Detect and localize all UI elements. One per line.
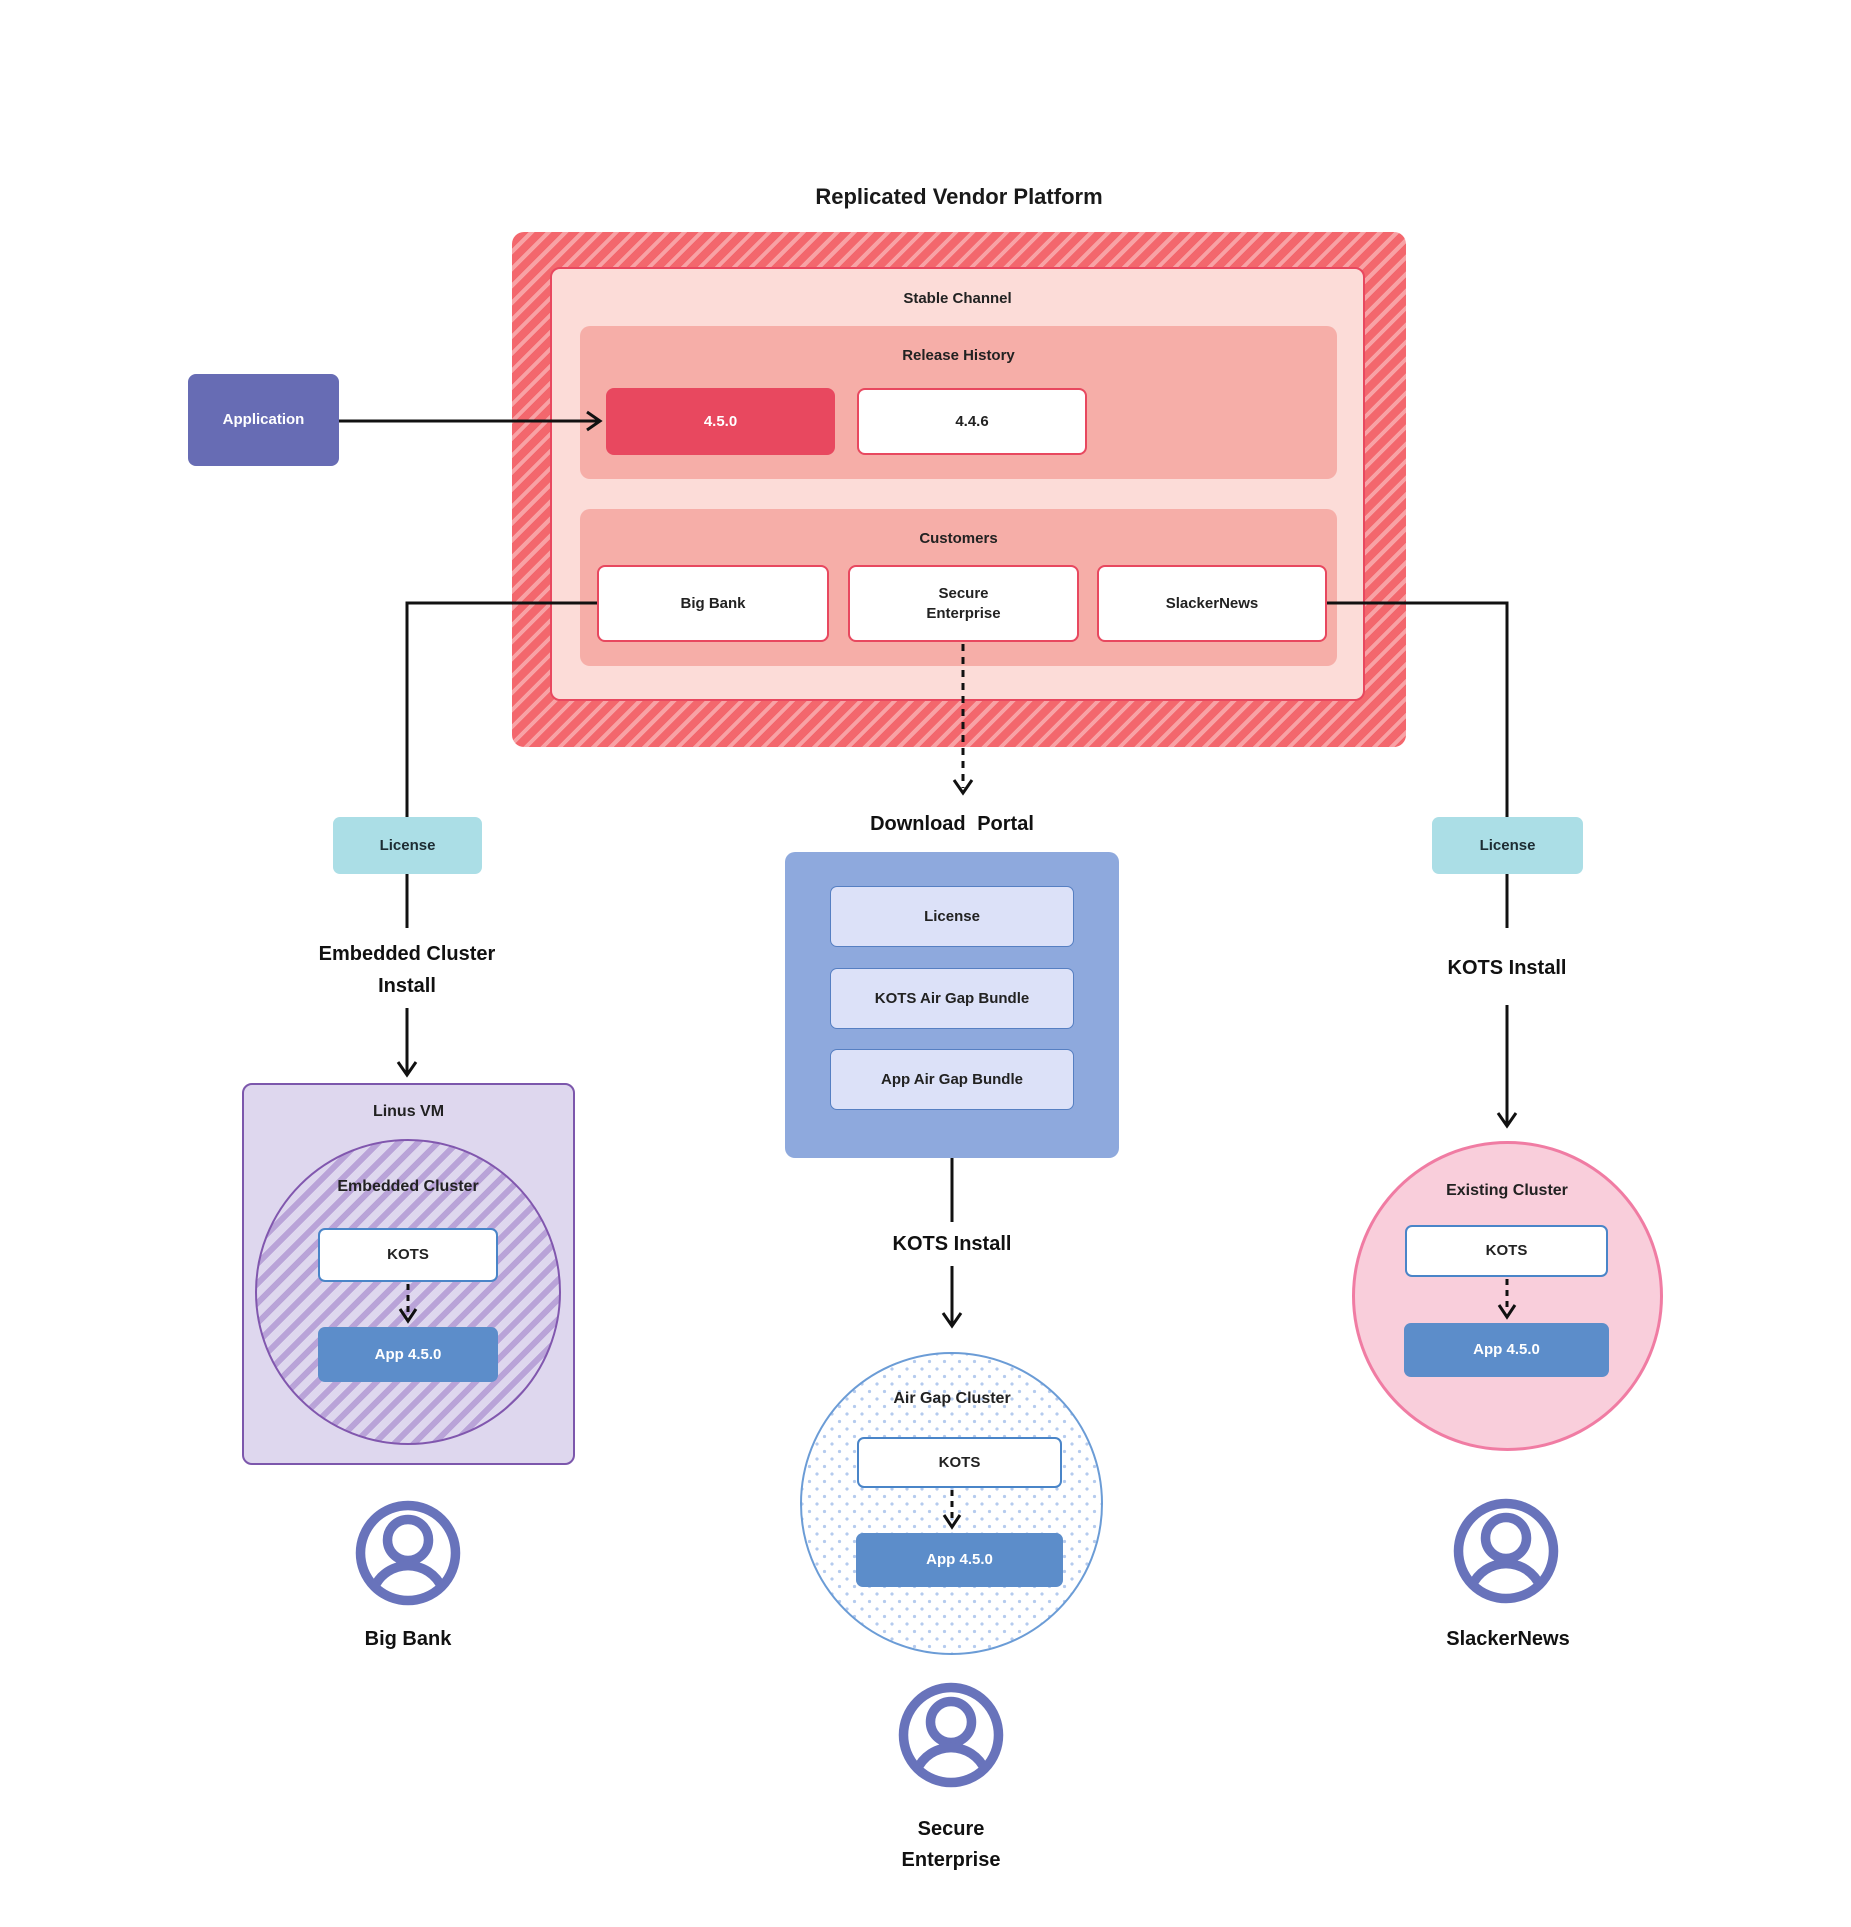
air-gap-cluster-label: Air Gap Cluster <box>893 1390 1011 1407</box>
user-icon-slackernews <box>1453 1498 1559 1604</box>
license-box-right: License <box>1432 817 1583 874</box>
arrowhead-airgap <box>941 1312 963 1329</box>
release-version-previous: 4.4.6 <box>857 388 1087 455</box>
stable-channel-label: Stable Channel <box>903 290 1012 307</box>
air-gap-cluster-circle <box>800 1352 1103 1655</box>
arrowhead-existing <box>1496 1112 1518 1129</box>
application-box: Application <box>188 374 339 466</box>
diagram-title: Replicated Vendor Platform <box>815 184 1103 209</box>
download-portal-title: Download Portal <box>870 813 1034 835</box>
portal-license-item: License <box>830 886 1074 947</box>
kots-box-right: KOTS <box>1405 1225 1608 1277</box>
kots-box-left: KOTS <box>318 1228 498 1282</box>
user-label-big-bank: Big Bank <box>364 1628 452 1650</box>
existing-cluster-label: Existing Cluster <box>1446 1182 1568 1199</box>
customer-slackernews: SlackerNews <box>1097 565 1327 642</box>
kots-install-label-right: KOTS Install <box>1447 957 1567 979</box>
customer-secure-enterprise: Secure Enterprise <box>848 565 1079 642</box>
customers-label: Customers <box>919 530 998 547</box>
user-label-secure-enterprise: Secure Enterprise <box>901 1818 1001 1871</box>
portal-kots-bundle-item: KOTS Air Gap Bundle <box>830 968 1074 1029</box>
arrowhead-linusvm <box>396 1061 418 1078</box>
release-history-label: Release History <box>902 347 1015 364</box>
kots-box-center: KOTS <box>857 1437 1062 1488</box>
license-box-left: License <box>333 817 482 874</box>
kots-install-label-center: KOTS Install <box>892 1233 1012 1255</box>
user-label-slackernews: SlackerNews <box>1446 1628 1570 1650</box>
app-box-right: App 4.5.0 <box>1404 1323 1609 1377</box>
linus-vm-label: Linus VM <box>372 1103 445 1120</box>
embedded-cluster-label: Embedded Cluster <box>337 1178 479 1195</box>
embedded-cluster-install-label: Embedded Cluster Install <box>318 943 496 997</box>
release-version-current: 4.5.0 <box>606 388 835 455</box>
user-icon-secure-enterprise <box>898 1682 1004 1788</box>
portal-app-bundle-item: App Air Gap Bundle <box>830 1049 1074 1110</box>
app-box-center: App 4.5.0 <box>856 1533 1063 1587</box>
user-icon-big-bank <box>355 1500 461 1606</box>
customer-big-bank: Big Bank <box>597 565 829 642</box>
app-box-left: App 4.5.0 <box>318 1327 498 1382</box>
arrowhead-portal <box>952 779 974 796</box>
